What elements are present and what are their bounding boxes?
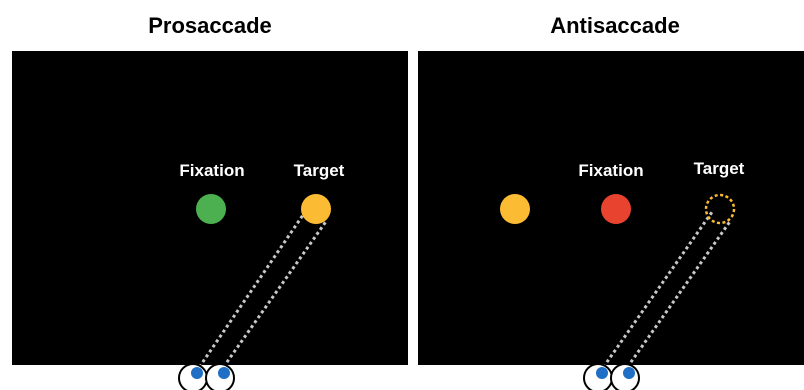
prosaccade-gaze-line-right bbox=[218, 219, 329, 373]
prosaccade-title: Prosaccade bbox=[148, 13, 272, 38]
prosaccade-fixation-label: Fixation bbox=[179, 161, 245, 180]
pupil-icon bbox=[218, 367, 230, 379]
pupil-icon bbox=[596, 367, 608, 379]
prosaccade-fixation-dot bbox=[196, 194, 226, 224]
antisaccade-gaze-line-right bbox=[622, 219, 733, 373]
antisaccade-target-outline bbox=[704, 193, 736, 225]
pupil-icon bbox=[623, 367, 635, 379]
antisaccade-eyes bbox=[583, 363, 640, 390]
pupil-icon bbox=[191, 367, 203, 379]
prosaccade-gaze-line-left bbox=[194, 211, 307, 373]
prosaccade-target-dot bbox=[301, 194, 331, 224]
antisaccade-target-label: Target bbox=[693, 159, 745, 178]
antisaccade-cue-dot bbox=[500, 194, 530, 224]
prosaccade-eyes bbox=[178, 363, 235, 390]
antisaccade-title: Antisaccade bbox=[550, 13, 680, 38]
antisaccade-gaze-line-left bbox=[598, 211, 714, 373]
antisaccade-fixation-label: Fixation bbox=[578, 161, 644, 180]
prosaccade-target-label: Target bbox=[293, 161, 345, 180]
antisaccade-fixation-dot bbox=[601, 194, 631, 224]
